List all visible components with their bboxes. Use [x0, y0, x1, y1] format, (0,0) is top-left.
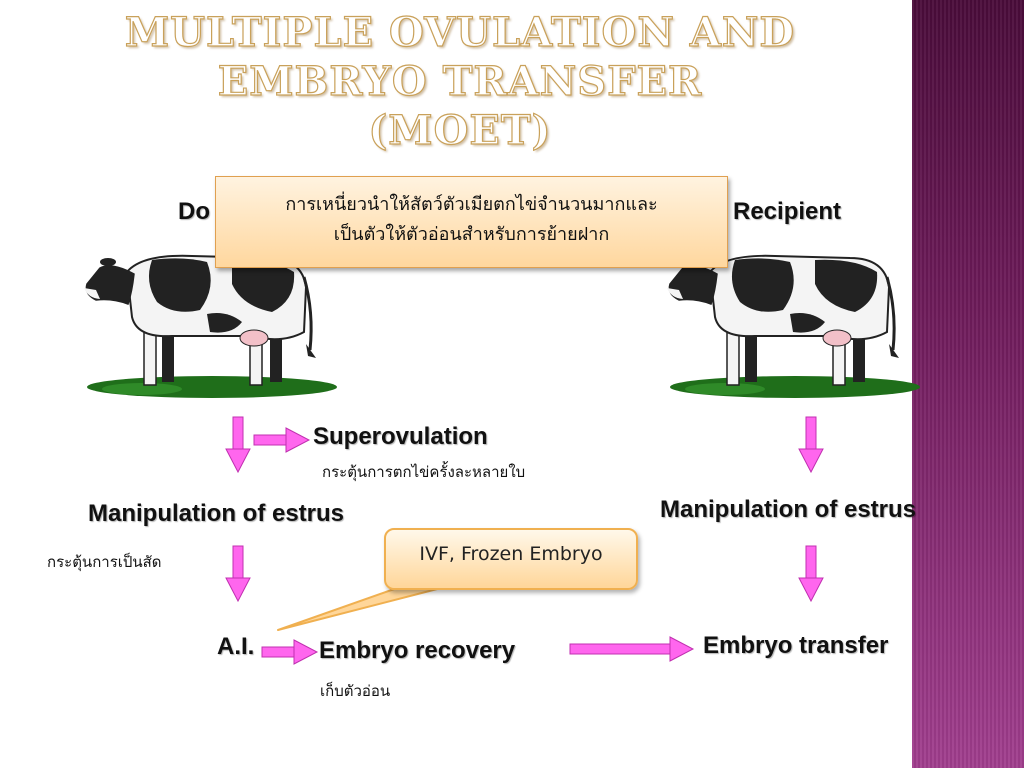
callout-line-2: เป็นตัวให้ตัวอ่อนสำหรับการย้ายฝาก — [333, 224, 610, 245]
arrow-ai-to-recovery — [261, 639, 318, 665]
arrow-recipient-down-2 — [798, 545, 824, 602]
ai-label: A.I. — [217, 633, 255, 660]
side-decoration-band — [912, 0, 1024, 768]
recipient-label: Recipient — [733, 198, 842, 225]
arrow-donor-down-2 — [225, 545, 251, 602]
arrow-donor-down-1 — [225, 416, 251, 473]
superovulation-note: กระตุ้นการตกไข่ครั้งละหลายใบ — [322, 463, 526, 481]
donor-estrus-note: กระตุ้นการเป็นสัด — [47, 553, 162, 571]
recipient-estrus-label: Manipulation of estrus — [660, 496, 917, 523]
embryo-recovery-note: เก็บตัวอ่อน — [320, 682, 391, 700]
definition-callout: การเหนี่ยวนำให้สัตว์ตัวเมียตกไข่จำนวนมาก… — [215, 176, 728, 268]
title-line-3: (MOET) — [368, 106, 552, 154]
superovulation-label: Superovulation — [313, 423, 488, 450]
arrow-recipient-down-1 — [798, 416, 824, 473]
ivf-speech-bubble: IVF, Frozen Embryo — [384, 528, 638, 590]
embryo-transfer-label: Embryo transfer — [703, 632, 889, 659]
donor-estrus-label: Manipulation of estrus — [88, 500, 345, 527]
arrow-to-superovulation — [253, 427, 310, 453]
speech-bubble-tail — [277, 586, 446, 631]
slide-title: MULTIPLE OVULATION AND EMBRYO TRANSFER (… — [120, 8, 800, 155]
donor-label: Do — [178, 198, 210, 225]
title-line-2: EMBRYO TRANSFER — [217, 57, 703, 105]
arrow-recovery-to-transfer — [569, 636, 695, 662]
callout-line-1: การเหนี่ยวนำให้สัตว์ตัวเมียตกไข่จำนวนมาก… — [285, 194, 658, 215]
title-line-1: MULTIPLE OVULATION AND — [124, 8, 796, 56]
embryo-recovery-label: Embryo recovery — [319, 637, 516, 664]
